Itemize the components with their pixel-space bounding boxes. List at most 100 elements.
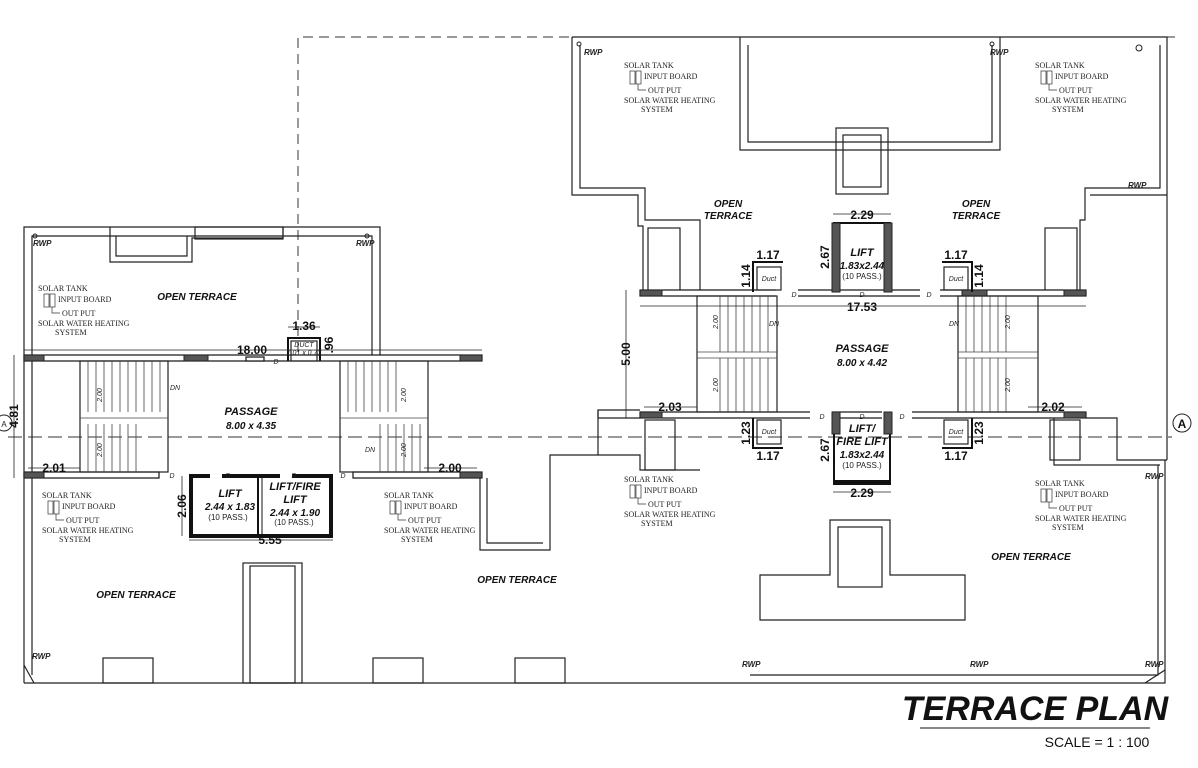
svg-text:LIFT: LIFT [850, 247, 874, 259]
svg-text:D: D [273, 359, 278, 366]
lift-label: LIFT [218, 488, 242, 500]
svg-text:RWP: RWP [584, 48, 603, 57]
svg-text:FIRE LIFT: FIRE LIFT [836, 436, 889, 448]
svg-text:SYSTEM: SYSTEM [1052, 105, 1084, 114]
svg-text:D: D [859, 414, 864, 421]
svg-text:.96: .96 [322, 336, 336, 353]
right-passage-label: PASSAGE [836, 343, 890, 355]
svg-text:SOLAR WATER HEATING: SOLAR WATER HEATING [38, 319, 130, 328]
dashed-boundary [297, 36, 572, 352]
svg-text:2.00: 2.00 [97, 388, 104, 403]
right-stair-1: 2.00 2.00 DN [696, 295, 780, 413]
svg-text:OUT PUT: OUT PUT [648, 86, 682, 95]
solar-water-heating-unit: SOLAR TANK INPUT BOARD OUT PUT SOLAR WAT… [1035, 61, 1127, 114]
svg-text:SOLAR TANK: SOLAR TANK [1035, 479, 1085, 488]
svg-text:SOLAR TANK: SOLAR TANK [624, 475, 674, 484]
svg-text:Duct: Duct [949, 429, 964, 436]
svg-text:OUT PUT: OUT PUT [1059, 86, 1093, 95]
svg-text:(10 PASS.): (10 PASS.) [274, 518, 314, 527]
left-dimensions: 18.00 4.81 1.36 .96 2.01 2.00 2.06 5.55 [7, 319, 482, 547]
svg-text:1.14: 1.14 [972, 264, 986, 288]
svg-text:1.14: 1.14 [739, 264, 753, 288]
solar-water-heating-unit: SOLAR TANK INPUT BOARD OUT PUT SOLAR WAT… [42, 491, 134, 544]
right-dimensions: 17.53 5.00 2.29 2.67 2.29 2.67 1.17 1.17… [619, 208, 1086, 500]
open-terrace-label: OPEN TERRACE [991, 552, 1071, 563]
svg-text:A: A [1178, 417, 1187, 431]
solar-water-heating-unit: SOLAR TANK INPUT BOARD OUT PUT SOLAR WAT… [384, 491, 476, 544]
svg-text:D: D [340, 473, 345, 480]
svg-text:SOLAR TANK: SOLAR TANK [624, 61, 674, 70]
svg-text:2.29: 2.29 [850, 208, 874, 222]
svg-text:D: D [169, 473, 174, 480]
svg-text:TERRACE: TERRACE [704, 211, 753, 222]
svg-text:1.83x2.44: 1.83x2.44 [840, 450, 885, 461]
svg-text:1.83x2.44: 1.83x2.44 [840, 261, 885, 272]
open-terrace-label: OPEN [962, 199, 991, 210]
svg-text:DUCT: DUCT [294, 342, 314, 349]
svg-text:DN: DN [365, 447, 376, 454]
svg-text:DN: DN [949, 321, 960, 328]
svg-text:A: A [1, 420, 7, 429]
svg-text:RWP: RWP [1128, 181, 1147, 190]
left-stair-2: 2.00 2.00 DN [339, 360, 429, 473]
svg-text:LIFT: LIFT [283, 494, 307, 506]
svg-text:D: D [291, 473, 296, 480]
svg-text:2.00: 2.00 [438, 461, 462, 475]
svg-text:SYSTEM: SYSTEM [641, 105, 673, 114]
svg-text:SOLAR WATER HEATING: SOLAR WATER HEATING [384, 526, 476, 535]
svg-text:RWP: RWP [33, 239, 52, 248]
solar-water-heating-unit: SOLAR TANK INPUT BOARD OUT PUT SOLAR WAT… [624, 475, 716, 528]
left-passage-label: PASSAGE [225, 406, 279, 418]
svg-text:SOLAR WATER HEATING: SOLAR WATER HEATING [42, 526, 134, 535]
svg-text:Duct: Duct [762, 276, 777, 283]
svg-text:17.53: 17.53 [847, 300, 877, 314]
svg-text:D: D [791, 292, 796, 299]
svg-text:2.67: 2.67 [818, 438, 832, 462]
svg-text:8.00 x 4.42: 8.00 x 4.42 [837, 358, 887, 369]
drawing-title: TERRACE PLAN [902, 690, 1170, 728]
svg-text:TERRACE: TERRACE [952, 211, 1001, 222]
svg-text:2.03: 2.03 [658, 400, 682, 414]
svg-text:SYSTEM: SYSTEM [55, 328, 87, 337]
svg-text:RWP: RWP [990, 48, 1009, 57]
svg-text:D: D [859, 292, 864, 299]
solar-water-heating-unit: SOLAR TANK INPUT BOARD OUT PUT SOLAR WAT… [38, 284, 130, 337]
right-lift: LIFT 1.83x2.44 (10 PASS.) [831, 222, 893, 293]
svg-text:4.81: 4.81 [7, 404, 21, 428]
svg-text:SOLAR TANK: SOLAR TANK [1035, 61, 1085, 70]
svg-text:2.44 x 1.83: 2.44 x 1.83 [204, 502, 255, 513]
fire-lift-label: LIFT/FIRE [269, 481, 321, 493]
svg-text:SOLAR WATER HEATING: SOLAR WATER HEATING [624, 96, 716, 105]
left-stair-1: 2.00 2.00 DN [79, 360, 181, 473]
svg-text:D: D [926, 292, 931, 299]
svg-text:D: D [819, 414, 824, 421]
svg-text:SOLAR WATER HEATING: SOLAR WATER HEATING [624, 510, 716, 519]
svg-text:2.06: 2.06 [175, 494, 189, 518]
solar-water-heating-unit: SOLAR TANK INPUT BOARD OUT PUT SOLAR WAT… [624, 61, 716, 114]
left-lift-block: D D D D LIFT 2.44 x 1.83 (10 PASS.) LIFT… [169, 472, 346, 538]
svg-text:SOLAR TANK: SOLAR TANK [42, 491, 92, 500]
svg-text:OUT PUT: OUT PUT [1059, 504, 1093, 513]
svg-text:2.44 x 1.90: 2.44 x 1.90 [269, 508, 320, 519]
open-terrace-label: OPEN TERRACE [477, 575, 557, 586]
svg-text:1.01 x 0.73: 1.01 x 0.73 [287, 350, 322, 357]
svg-text:DN: DN [170, 385, 181, 392]
svg-text:18.00: 18.00 [237, 343, 267, 357]
rain-water-pipes: RWP RWP RWP RWP RWP RWP RWP RWP RWP RWP [32, 41, 1164, 669]
svg-text:1.17: 1.17 [756, 248, 780, 262]
svg-text:RWP: RWP [356, 239, 375, 248]
svg-text:(10 PASS.): (10 PASS.) [842, 272, 882, 281]
svg-text:OUT PUT: OUT PUT [62, 309, 96, 318]
svg-text:RWP: RWP [970, 660, 989, 669]
svg-text:Duct: Duct [762, 429, 777, 436]
svg-text:SYSTEM: SYSTEM [641, 519, 673, 528]
svg-text:1.17: 1.17 [756, 449, 780, 463]
svg-text:RWP: RWP [1145, 660, 1164, 669]
svg-text:LIFT/: LIFT/ [849, 423, 877, 435]
svg-text:2.01: 2.01 [42, 461, 66, 475]
svg-text:Duct: Duct [949, 276, 964, 283]
svg-text:SOLAR TANK: SOLAR TANK [384, 491, 434, 500]
svg-text:INPUT BOARD: INPUT BOARD [1055, 72, 1109, 81]
svg-text:2.00: 2.00 [713, 378, 720, 393]
